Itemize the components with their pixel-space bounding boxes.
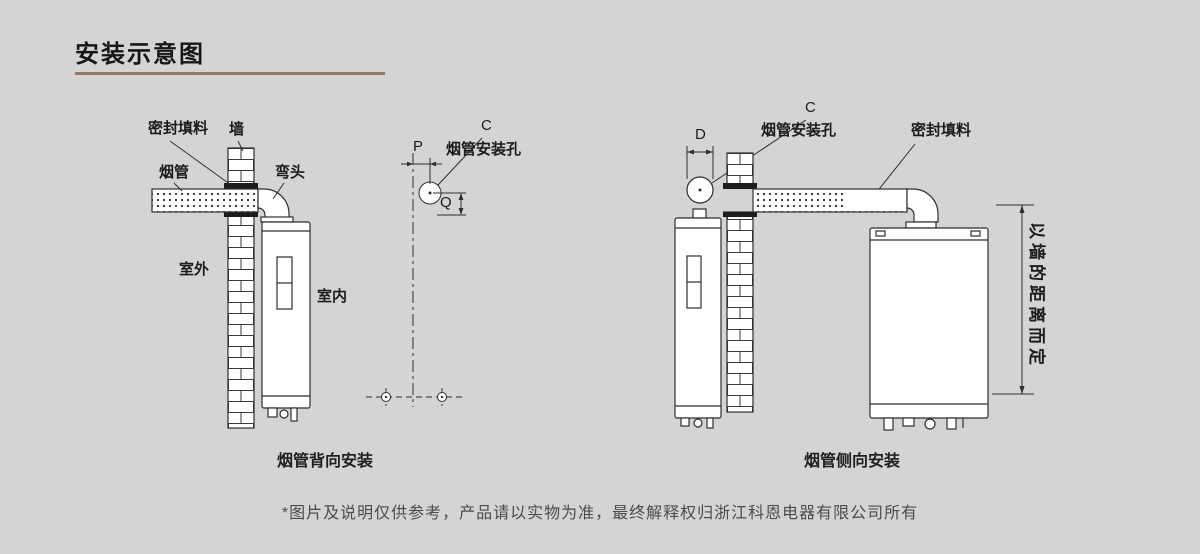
seal-band-bottom (224, 211, 258, 217)
footer-disclaimer: *图片及说明仅供参考，产品请以实物为准，最终解释权归浙江科恩电器有限公司所有 (281, 505, 919, 522)
back-install-diagram (151, 140, 311, 429)
dim-label-p: P (413, 138, 424, 155)
side-install-diagram (674, 119, 1034, 431)
heater-fitting (902, 417, 915, 427)
heater-fitting (883, 417, 894, 431)
wall-lower (227, 215, 255, 429)
label-wall-distance-note: 以墙的距离而定 (1027, 222, 1046, 369)
flue-pipe (151, 188, 259, 213)
wall-upper (227, 147, 255, 185)
elbow (257, 188, 290, 223)
label-wall: 墙 (229, 121, 245, 138)
elbow-flange (260, 216, 294, 223)
dim-label-q: Q (440, 194, 452, 211)
heater-fitting (680, 417, 690, 427)
dimension-wall-distance (992, 204, 1034, 395)
dim-label-c: C (805, 99, 816, 116)
elbow (906, 188, 939, 223)
heater-valve (693, 418, 703, 428)
label-flue-pipe: 烟管 (159, 164, 190, 181)
heater-pipe-stub (290, 407, 298, 422)
water-heater (261, 221, 311, 409)
caption-back-install: 烟管背向安装 (276, 453, 373, 470)
title-underline (75, 72, 385, 75)
seal-sleeve (846, 190, 906, 211)
caption-side-install: 烟管侧向安装 (803, 453, 900, 470)
mounting-marks (366, 388, 462, 406)
label-indoor: 室内 (317, 288, 348, 305)
heater-fitting (267, 407, 278, 418)
leader-lines (169, 140, 285, 200)
dimension-d (686, 146, 714, 179)
heater-pipe-stub (706, 417, 714, 429)
seal-band-top (224, 183, 258, 189)
page-title: 安装示意图 (75, 41, 205, 68)
dim-label-c: C (481, 117, 492, 134)
dimension-p (401, 158, 442, 184)
seal-band-bottom (723, 211, 757, 217)
water-heater-side (674, 217, 722, 419)
wall-lower (726, 215, 754, 413)
label-seal-material: 密封填料 (148, 120, 209, 137)
heater-valve (924, 418, 936, 430)
dim-label-d: D (695, 126, 706, 143)
leader-c (437, 137, 483, 186)
dimension-q (433, 192, 466, 216)
label-outdoor: 室外 (179, 261, 210, 278)
heater-valve (279, 409, 289, 419)
elbow-flange (905, 221, 937, 229)
water-heater-front (869, 227, 989, 419)
hole-detail-diagram (366, 137, 483, 407)
heater-fitting (946, 417, 957, 430)
wall-upper (726, 152, 754, 185)
exhaust-stub (692, 208, 707, 219)
label-flue-hole: 烟管安装孔 (761, 122, 837, 139)
label-seal-material: 密封填料 (911, 122, 972, 139)
label-flue-hole: 烟管安装孔 (446, 141, 522, 158)
seal-band-top (723, 183, 757, 189)
label-elbow: 弯头 (275, 164, 306, 181)
